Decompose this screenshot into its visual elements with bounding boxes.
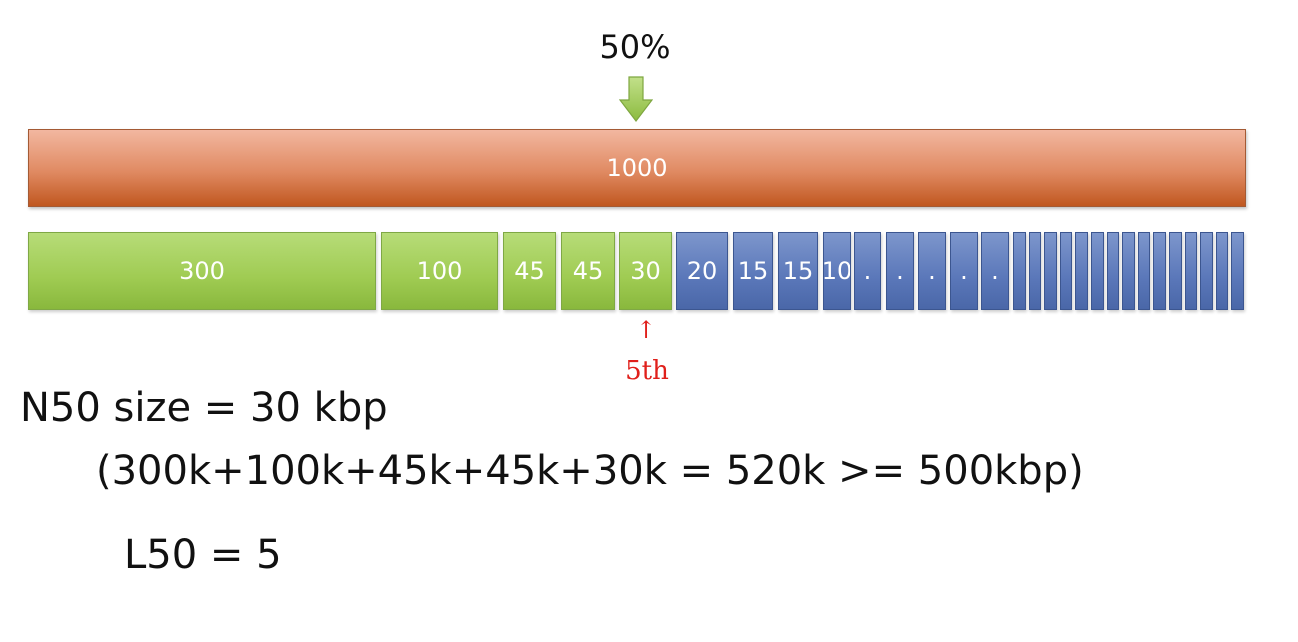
fifty-percent-label: 50% [599, 28, 671, 66]
contig-block-small [1184, 232, 1198, 310]
up-arrow-icon: ↑ [636, 316, 657, 344]
contig-block: 20 [676, 232, 728, 310]
n50-result: N50 size = 30 kbp [20, 385, 388, 431]
contig-block-small [1059, 232, 1073, 310]
contig-block-small [1137, 232, 1151, 310]
n50-sum-explanation: (300k+100k+45k+45k+30k = 520k >= 500kbp) [96, 448, 1084, 494]
contig-block-small [1028, 232, 1042, 310]
contig-block-small [1091, 232, 1104, 310]
contig-block: . [854, 232, 881, 310]
contig-block: . [886, 232, 914, 310]
contig-block: . [918, 232, 946, 310]
contig-block-small [1013, 232, 1026, 310]
contig-block: . [981, 232, 1009, 310]
contig-block: 30 [619, 232, 672, 310]
contig-block-small [1231, 232, 1244, 310]
contig-block: 300 [28, 232, 376, 310]
contig-block-small [1169, 232, 1182, 310]
contig-block-small [1044, 232, 1057, 310]
contig-block-small [1200, 232, 1213, 310]
contig-block: 45 [561, 232, 615, 310]
contig-block: 15 [778, 232, 818, 310]
total-genome-bar: 1000 [28, 129, 1246, 207]
contig-block: 45 [503, 232, 556, 310]
l50-result: L50 = 5 [124, 532, 282, 578]
contig-block: . [950, 232, 978, 310]
contig-block-small [1153, 232, 1166, 310]
down-arrow-icon [619, 76, 653, 122]
contig-block: 15 [733, 232, 773, 310]
contig-block-small [1075, 232, 1088, 310]
contig-block-small [1106, 232, 1120, 310]
contig-block: 10 [823, 232, 851, 310]
contig-block-small [1215, 232, 1229, 310]
contig-block: 100 [381, 232, 498, 310]
contig-block-small [1122, 232, 1135, 310]
fifth-contig-marker: 5th [625, 356, 669, 386]
